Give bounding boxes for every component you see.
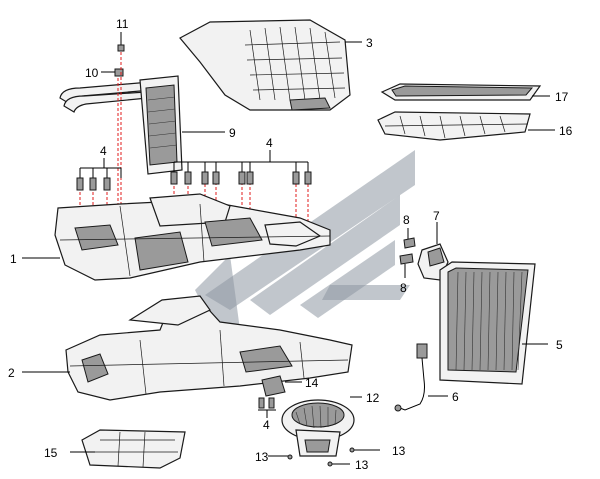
callout-5: 5: [556, 338, 563, 352]
part-6-sensor: [394, 343, 428, 412]
callout-6: 6: [452, 390, 459, 404]
part-2-lower-case: [65, 295, 353, 401]
callout-4-left: 4: [100, 144, 107, 158]
callout-1: 1: [10, 252, 17, 266]
callout-8-top: 8: [403, 213, 410, 227]
callout-4-lower: 4: [263, 418, 270, 432]
part-12-blower-motor: [281, 399, 355, 457]
callout-labels: 11 10 3 9 4 4 1 17 16 8 8 7 5 6 2 14 4 1…: [8, 17, 573, 472]
part-5-evaporator: [439, 261, 536, 385]
part-10-clip: [101, 68, 124, 77]
callout-10: 10: [85, 66, 99, 80]
callout-12: 12: [366, 391, 380, 405]
callout-7: 7: [433, 209, 440, 223]
callout-17: 17: [555, 90, 569, 104]
callout-13-right: 13: [392, 444, 406, 458]
part-4-screws-left: [76, 158, 122, 191]
part-3-upper-duct: [179, 19, 351, 111]
part-9-heater-core: [59, 75, 183, 175]
part-15-lower-cover: [81, 429, 186, 469]
callout-9: 9: [229, 126, 236, 140]
callout-14: 14: [305, 376, 319, 390]
part-1-upper-case: [54, 193, 331, 281]
part-4-screws-lower: [258, 397, 276, 418]
part-16-filter-frame: [377, 111, 531, 141]
callout-15: 15: [44, 446, 58, 460]
part-4-screws-right: [170, 150, 312, 185]
callout-11: 11: [116, 17, 129, 31]
callout-4-right: 4: [266, 136, 273, 150]
callout-16: 16: [559, 124, 573, 138]
callout-13-bottom: 13: [355, 458, 369, 472]
callout-13-left: 13: [255, 450, 269, 464]
part-11-screw: [117, 32, 125, 52]
part-13-screws: [268, 447, 380, 467]
part-8-clip: [399, 228, 416, 278]
part-14-bracket: [261, 375, 286, 397]
part-17-filter-cover: [380, 83, 542, 101]
callout-3: 3: [366, 36, 373, 50]
callout-8-bottom: 8: [400, 281, 407, 295]
callout-2: 2: [8, 366, 15, 380]
